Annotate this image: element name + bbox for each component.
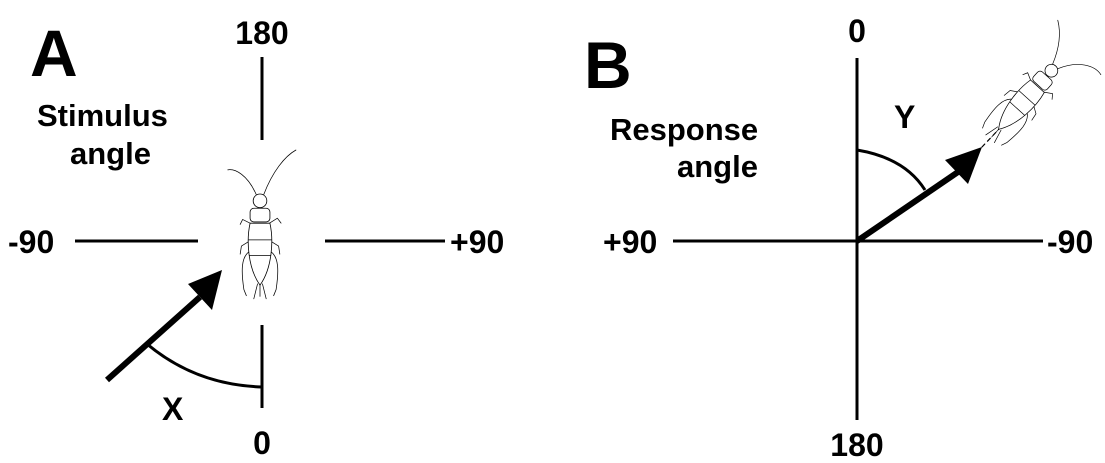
panel-a-angle-arc xyxy=(146,342,263,389)
panel-b-label-bottom: 180 xyxy=(830,427,883,463)
panel-a-label-left: -90 xyxy=(8,224,54,260)
panel-b-label-top: 0 xyxy=(848,13,866,49)
panel-b-label-right: -90 xyxy=(1047,224,1093,260)
stimulus-angle-caption-line1: Stimulus xyxy=(37,98,168,133)
panel-b-letter: B xyxy=(584,28,632,102)
panel-a-label-bottom: 0 xyxy=(253,425,271,461)
panel-a-label-right: +90 xyxy=(450,224,504,260)
panel-b-label-left: +90 xyxy=(603,224,657,260)
panel-a-angle-label: X xyxy=(162,391,184,427)
response-angle-caption-line1: Response xyxy=(610,112,758,147)
panel-a-cricket-icon xyxy=(227,149,297,300)
panel-a-label-top: 180 xyxy=(235,15,288,51)
panel-b: B Response angle 0 180 +90 -90 Y xyxy=(584,13,1102,463)
panel-b-cricket-icon xyxy=(982,19,1102,146)
panel-b-angle-label: Y xyxy=(894,99,915,135)
panel-a: A Stimulus angle 180 0 -90 +90 X xyxy=(8,15,504,461)
panel-b-response-arrow-icon xyxy=(855,127,1001,244)
panel-a-stimulus-arrow-icon xyxy=(105,270,222,383)
stimulus-angle-caption-line2: angle xyxy=(70,136,151,171)
response-angle-caption-line2: angle xyxy=(677,149,758,184)
panel-a-letter: A xyxy=(30,16,78,90)
panel-b-angle-arc xyxy=(856,148,927,191)
